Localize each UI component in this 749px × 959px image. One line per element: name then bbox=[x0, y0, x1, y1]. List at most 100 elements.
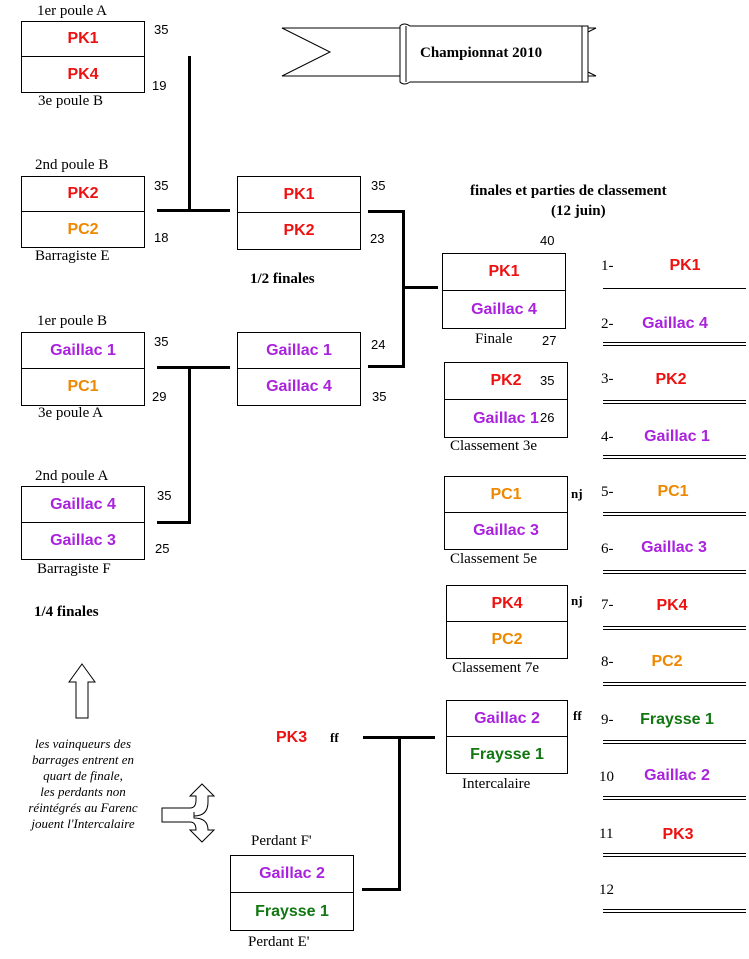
perdants-team1: Gaillac 2 bbox=[231, 856, 353, 893]
sf1-team2: PK2 bbox=[283, 222, 315, 239]
third-place-score2: 26 bbox=[540, 410, 555, 425]
qf1-team2: PK4 bbox=[67, 65, 99, 83]
qf1-top-caption: 1er poule A bbox=[37, 3, 107, 19]
rank-4-team: Gaillac 1 bbox=[644, 428, 710, 445]
sf1-connector-h bbox=[368, 210, 405, 213]
rank-7-team: PK4 bbox=[656, 597, 688, 614]
sf2-score2: 35 bbox=[372, 389, 387, 404]
final-team1: PK1 bbox=[443, 254, 565, 291]
qf2-top-caption: 2nd poule B bbox=[35, 157, 109, 173]
rank-2-line bbox=[603, 342, 746, 346]
qf3-team1: Gaillac 1 bbox=[22, 333, 144, 369]
qf4-match-box: Gaillac 4 Gaillac 3 bbox=[21, 486, 145, 560]
intercalaire-mark: ff bbox=[573, 708, 582, 723]
qf4-top-caption: 2nd poule A bbox=[35, 468, 109, 484]
rank-5-position: 5- bbox=[601, 484, 614, 500]
third-place-team2: Gaillac 1 bbox=[473, 409, 539, 427]
sf1-match-box: PK1 PK2 bbox=[237, 176, 361, 250]
qf3-team2: PC1 bbox=[67, 378, 99, 395]
finals-heading-line1: finales et parties de classement bbox=[470, 183, 667, 199]
rank-4-position: 4- bbox=[601, 429, 614, 445]
rank-3-line bbox=[603, 400, 746, 404]
qf-connector-lower bbox=[188, 367, 191, 523]
sf1-score1: 35 bbox=[371, 178, 386, 193]
seventh-place-mark: nj bbox=[571, 593, 583, 608]
qf2-team1: PK2 bbox=[22, 177, 144, 212]
perdant-f-caption: Perdant F' bbox=[251, 833, 312, 849]
seventh-place-team1: PK4 bbox=[447, 586, 567, 622]
qf3-score2: 29 bbox=[152, 389, 167, 404]
rank-11-line bbox=[603, 853, 746, 857]
rank-10-position: 10 bbox=[599, 769, 614, 785]
rank-1-position: 1- bbox=[601, 258, 614, 274]
title-banner bbox=[281, 23, 597, 85]
note-line-6: jouent l'Intercalaire bbox=[31, 816, 135, 831]
final-connector-h bbox=[404, 286, 438, 289]
rank-10-team: Gaillac 2 bbox=[644, 767, 710, 784]
qf4-connector-h bbox=[157, 521, 191, 524]
qf2-score1: 35 bbox=[154, 178, 169, 193]
qf-connector-lower-h bbox=[157, 366, 230, 369]
note-line-4: les perdants non bbox=[40, 784, 126, 799]
final-match-box: PK1 Gaillac 4 bbox=[442, 253, 566, 329]
qf3-bottom-caption: 3e poule A bbox=[38, 405, 103, 421]
third-place-team1: PK2 bbox=[445, 363, 567, 400]
barrage-note: les vainqueurs des barrages entrent en q… bbox=[8, 736, 158, 832]
rank-12-line bbox=[603, 909, 746, 913]
rank-1-line bbox=[603, 288, 746, 289]
seventh-place-team2: PC2 bbox=[491, 631, 523, 648]
seventh-place-match-box: PK4 PC2 bbox=[446, 585, 568, 659]
qf4-bottom-caption: Barragiste F bbox=[37, 561, 111, 577]
qf1-team1: PK1 bbox=[22, 22, 144, 57]
up-arrow-icon bbox=[68, 663, 96, 719]
sf2-connector-h bbox=[368, 365, 405, 368]
fifth-place-match-box: PC1 Gaillac 3 bbox=[444, 476, 568, 550]
final-caption: Finale bbox=[475, 331, 513, 347]
rank-11-team: PK3 bbox=[662, 826, 694, 843]
note-line-1: les vainqueurs des bbox=[34, 736, 132, 751]
final-score2: 27 bbox=[542, 333, 557, 348]
rank-5-team: PC1 bbox=[657, 483, 689, 500]
qf4-score2: 25 bbox=[155, 541, 170, 556]
rank-4-line bbox=[603, 455, 746, 459]
note-line-5: réintégrés au Farenc bbox=[28, 800, 138, 815]
rank-11-position: 11 bbox=[599, 826, 614, 842]
perdants-match-box: Gaillac 2 Fraysse 1 bbox=[230, 855, 354, 931]
rank-7-position: 7- bbox=[601, 597, 614, 613]
seventh-place-caption: Classement 7e bbox=[452, 660, 540, 676]
sf1-team1: PK1 bbox=[238, 177, 360, 213]
intercalaire-connector-v bbox=[398, 736, 401, 891]
sf2-team1: Gaillac 1 bbox=[238, 333, 360, 369]
third-place-caption: Classement 3e bbox=[450, 438, 538, 454]
rank-6-line bbox=[603, 570, 746, 574]
note-line-2: barrages entrent en bbox=[31, 752, 135, 767]
rank-1-team: PK1 bbox=[669, 257, 701, 274]
perdants-team2: Fraysse 1 bbox=[255, 902, 329, 920]
rank-7-line bbox=[603, 626, 746, 630]
intercalaire-caption: Intercalaire bbox=[462, 776, 531, 792]
fifth-place-mark: nj bbox=[571, 486, 583, 501]
qf4-team1: Gaillac 4 bbox=[22, 487, 144, 523]
intercalaire-team1: Gaillac 2 bbox=[447, 701, 567, 737]
banner-title: Championnat 2010 bbox=[420, 45, 543, 61]
rank-3-team: PK2 bbox=[655, 371, 687, 388]
sf-connector-v bbox=[402, 210, 405, 368]
qf3-top-caption: 1er poule B bbox=[37, 313, 107, 329]
sf1-score2: 23 bbox=[370, 231, 385, 246]
qf1-score1: 35 bbox=[154, 22, 169, 37]
rank-12-position: 12 bbox=[599, 882, 614, 898]
semi-finals-label: 1/2 finales bbox=[250, 271, 315, 287]
intercalaire-lower-connector bbox=[362, 888, 401, 891]
qf1-bottom-caption: 3e poule B bbox=[38, 93, 103, 109]
qf-connector-upper bbox=[188, 56, 191, 211]
rank-3-position: 3- bbox=[601, 371, 614, 387]
intercalaire-upper-team: PK3 bbox=[276, 729, 308, 746]
perdant-e-caption: Perdant E' bbox=[248, 934, 310, 950]
intercalaire-team2: Fraysse 1 bbox=[470, 746, 544, 763]
sf2-team2: Gaillac 4 bbox=[266, 378, 332, 395]
fifth-place-caption: Classement 5e bbox=[450, 551, 538, 567]
sf2-score1: 24 bbox=[371, 337, 386, 352]
third-place-score1: 35 bbox=[540, 373, 555, 388]
intercalaire-match-box: Gaillac 2 Fraysse 1 bbox=[446, 700, 568, 774]
rank-9-team: Fraysse 1 bbox=[640, 711, 714, 728]
